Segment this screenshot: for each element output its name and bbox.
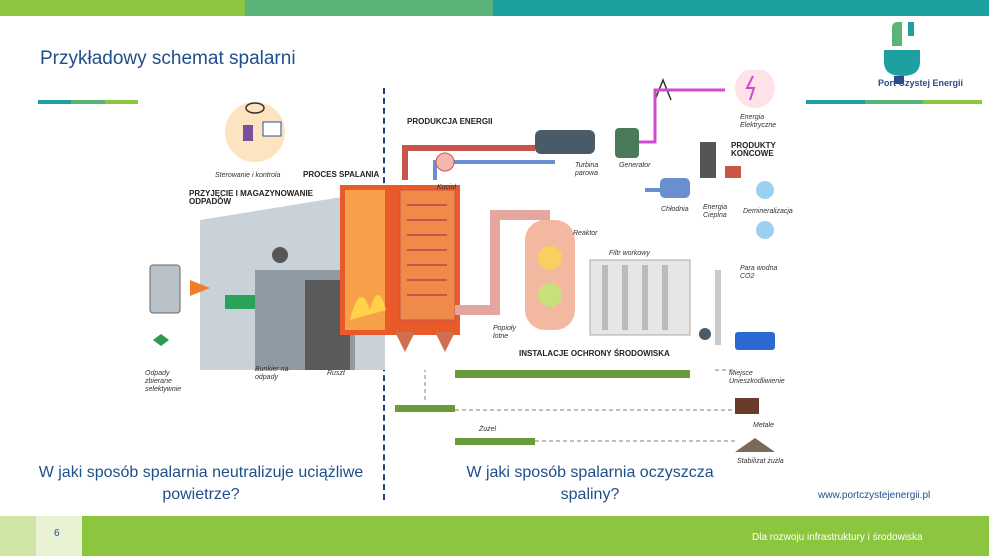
steam-pipe [402,145,535,180]
label-proces-spalania: PROCES SPALANIA [303,170,380,179]
title-underline [38,100,138,104]
footer-text: Dla rozwoju infrastruktury i środowiska [752,532,923,543]
label-odpady: Odpady zbierane selektywnie [145,370,182,393]
fan-icon [699,328,711,340]
right-underline [806,100,983,104]
label-reaktor: Reaktor [573,230,598,237]
building-icon [700,142,716,178]
eye-icon [245,102,265,114]
diagram-artwork [149,68,775,452]
label-kociol: Kocioł [437,184,457,191]
footer-left-block [0,516,36,556]
top-bar-teal [493,0,989,16]
metal-icon [735,398,759,414]
crane-grab-icon [272,247,288,263]
conveyor-slag [395,405,455,412]
page-number: 6 [54,528,60,539]
label-produkcja: PRODUKCJA ENERGII [407,117,493,126]
chimney [715,270,721,345]
label-chlodnia: Chłodnia [661,206,689,213]
label-instalacje: INSTALACJE OCHRONY ŚRODOWISKA [519,349,670,358]
label-unieszkodliwianie: Miejsce Unieszkodliwienie [729,370,785,385]
label-energia-ciepl: Energia Cieplna [703,204,728,219]
control-station-icon [225,102,285,162]
label-bunkier: Bunkier na odpady [255,366,289,381]
footer-bar [0,516,989,556]
water-drops-icon [756,181,774,199]
waste-bin-icon [149,264,181,314]
truck-icon [225,295,255,309]
cooler-icon [660,178,690,198]
label-metale: Metale [753,422,775,429]
recycle-icon [153,334,169,346]
question-right: W jaki sposób spalarnia oczyszcza spalin… [466,464,714,503]
top-color-bar [0,0,989,16]
label-zuzel: Żużel [479,426,497,433]
label-sterowanie: Sterowanie i kontrola [215,172,281,179]
conveyor-ash [455,370,690,378]
conveyor-zuzel [455,438,535,445]
label-generator: Generator [619,162,651,169]
slide-title: Przykładowy schemat spalarni [40,48,296,69]
label-ruszt: Ruszt [327,370,345,377]
power-line [639,88,725,144]
reactor [525,220,575,330]
label-przyjecie: PRZYJĘCIE I MAGAZYNOWANIE ODPADÓW [189,189,314,206]
water-pipe [433,160,555,180]
electricity-icon [735,68,775,108]
label-para-wodna: Para wodna CO2 [740,265,778,280]
slag-pile-icon [735,438,775,452]
label-pyly: Popioły lotne [493,325,516,340]
label-demineralizacja: Demineralizacja [743,208,793,215]
logo-text: Port Czystej Energii [878,78,964,88]
arrow-icon [190,280,210,296]
turbine-icon [535,130,595,154]
house-icon [725,166,741,178]
website-link[interactable]: www.portczystejenergii.pl [818,490,931,501]
tank-truck-icon [735,332,775,350]
top-bar-green [0,0,245,16]
label-stabilizat: Stabilizat żużla [737,458,784,465]
label-produkty: PRODUKTY KOŃCOWE [731,141,776,158]
question-left: W jaki sposób spalarnia neutralizuje uci… [38,464,364,503]
generator-icon [615,128,639,158]
label-turbina: Turbina parowa [575,162,599,177]
boiler-pump-icon [435,152,455,172]
label-energia-el: Energia Elektryczne [740,114,777,129]
cloud-icon [756,221,774,239]
label-filtr: Filtr workowy [609,250,650,257]
plug-logo-icon [884,22,920,84]
page-number-box [36,516,82,556]
incineration-diagram: Sterowanie i kontrola PROCES SPALANIA PR… [135,68,815,470]
top-bar-mid-green [245,0,493,16]
